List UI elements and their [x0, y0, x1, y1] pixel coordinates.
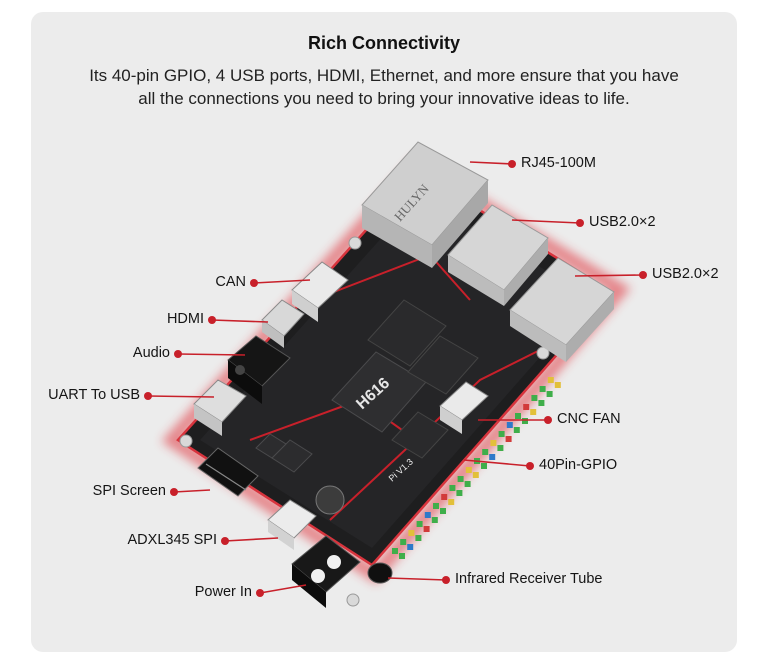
ethernet-jack: HULYN [361, 141, 489, 268]
cnc-fan-header [439, 381, 489, 434]
power-connector [291, 535, 361, 608]
gpio-pin [513, 427, 520, 433]
gpio-pin [489, 454, 496, 460]
gpio-pin [531, 395, 538, 401]
gpio-pin [465, 467, 472, 473]
gpio-pin [498, 431, 505, 437]
callout-dots [144, 160, 647, 597]
section-subtitle: Its 40-pin GPIO, 4 USB ports, HDMI, Ethe… [34, 64, 734, 110]
gpio-pin [515, 413, 521, 419]
label-usb-stack-2: USB2.0×2 [652, 266, 719, 282]
gpio-pin [481, 463, 487, 469]
gpio-pin [424, 512, 431, 518]
subtitle-line-2: all the connections you need to bring yo… [138, 89, 630, 108]
gpio-pin [423, 526, 430, 532]
gpio-pin [490, 440, 497, 446]
gpio-pin [506, 422, 513, 428]
gpio-pin [441, 494, 448, 500]
usb-port-stack-1 [447, 204, 549, 306]
gpio-pin [539, 386, 546, 392]
ir-receiver [367, 562, 393, 584]
audio-jack [227, 335, 291, 404]
gpio-pin [431, 517, 438, 523]
gpio-pin [546, 391, 553, 397]
inductor [315, 485, 345, 515]
gpio-pin [408, 530, 415, 536]
label-uart-to-usb: UART To USB [48, 387, 140, 403]
gpio-pin [440, 508, 446, 514]
gpio-pin [416, 521, 423, 527]
section-title: Rich Connectivity [307, 33, 461, 53]
hdmi-port [261, 299, 305, 348]
label-spi-screen: SPI Screen [92, 483, 166, 499]
gpio-pin [457, 476, 464, 482]
label-usb-stack-1: USB2.0×2 [589, 214, 656, 230]
gpio-pin [522, 418, 528, 424]
chips: H616 [255, 299, 479, 473]
gpio-pin [456, 490, 463, 496]
label-infrared-receiver: Infrared Receiver Tube [455, 571, 603, 587]
gpio-pin [497, 445, 504, 451]
gpio-header [392, 377, 561, 559]
gpio-pin [547, 377, 554, 383]
gpio-pin [554, 382, 561, 388]
gpio-pin [464, 481, 471, 487]
spi-screen-connector [197, 447, 259, 497]
gpio-pin [399, 553, 405, 559]
gpio-pin [400, 539, 407, 545]
label-can: CAN [215, 274, 246, 290]
label-40pin-gpio: 40Pin-GPIO [539, 457, 618, 473]
label-rj45: RJ45-100M [521, 155, 596, 171]
uart-usb-port [193, 379, 247, 436]
label-cnc-fan: CNC FAN [557, 411, 621, 427]
mounting-holes [179, 236, 550, 607]
subtitle-line-1: Its 40-pin GPIO, 4 USB ports, HDMI, Ethe… [89, 66, 679, 85]
label-hdmi: HDMI [166, 311, 204, 327]
gpio-pin [407, 544, 414, 550]
gpio-pin [415, 535, 422, 541]
gpio-pin [538, 400, 545, 406]
gpio-pin [482, 449, 489, 455]
callout-lines [147, 161, 644, 594]
label-power-in: Power In [194, 584, 252, 600]
adxl345-connector [267, 499, 317, 550]
gpio-pin [523, 404, 530, 410]
gpio-pin [530, 409, 537, 415]
gpio-pin [392, 548, 398, 554]
can-connector [291, 261, 349, 322]
gpio-pin [433, 503, 439, 509]
gpio-pin [448, 499, 455, 505]
usb-port-stack-2 [509, 257, 615, 362]
gpio-pin [472, 472, 479, 478]
label-audio: Audio [132, 345, 170, 361]
gpio-pin [505, 436, 512, 442]
gpio-pin [449, 485, 456, 491]
label-adxl345-spi: ADXL345 SPI [127, 532, 217, 548]
board-glow [161, 155, 631, 585]
